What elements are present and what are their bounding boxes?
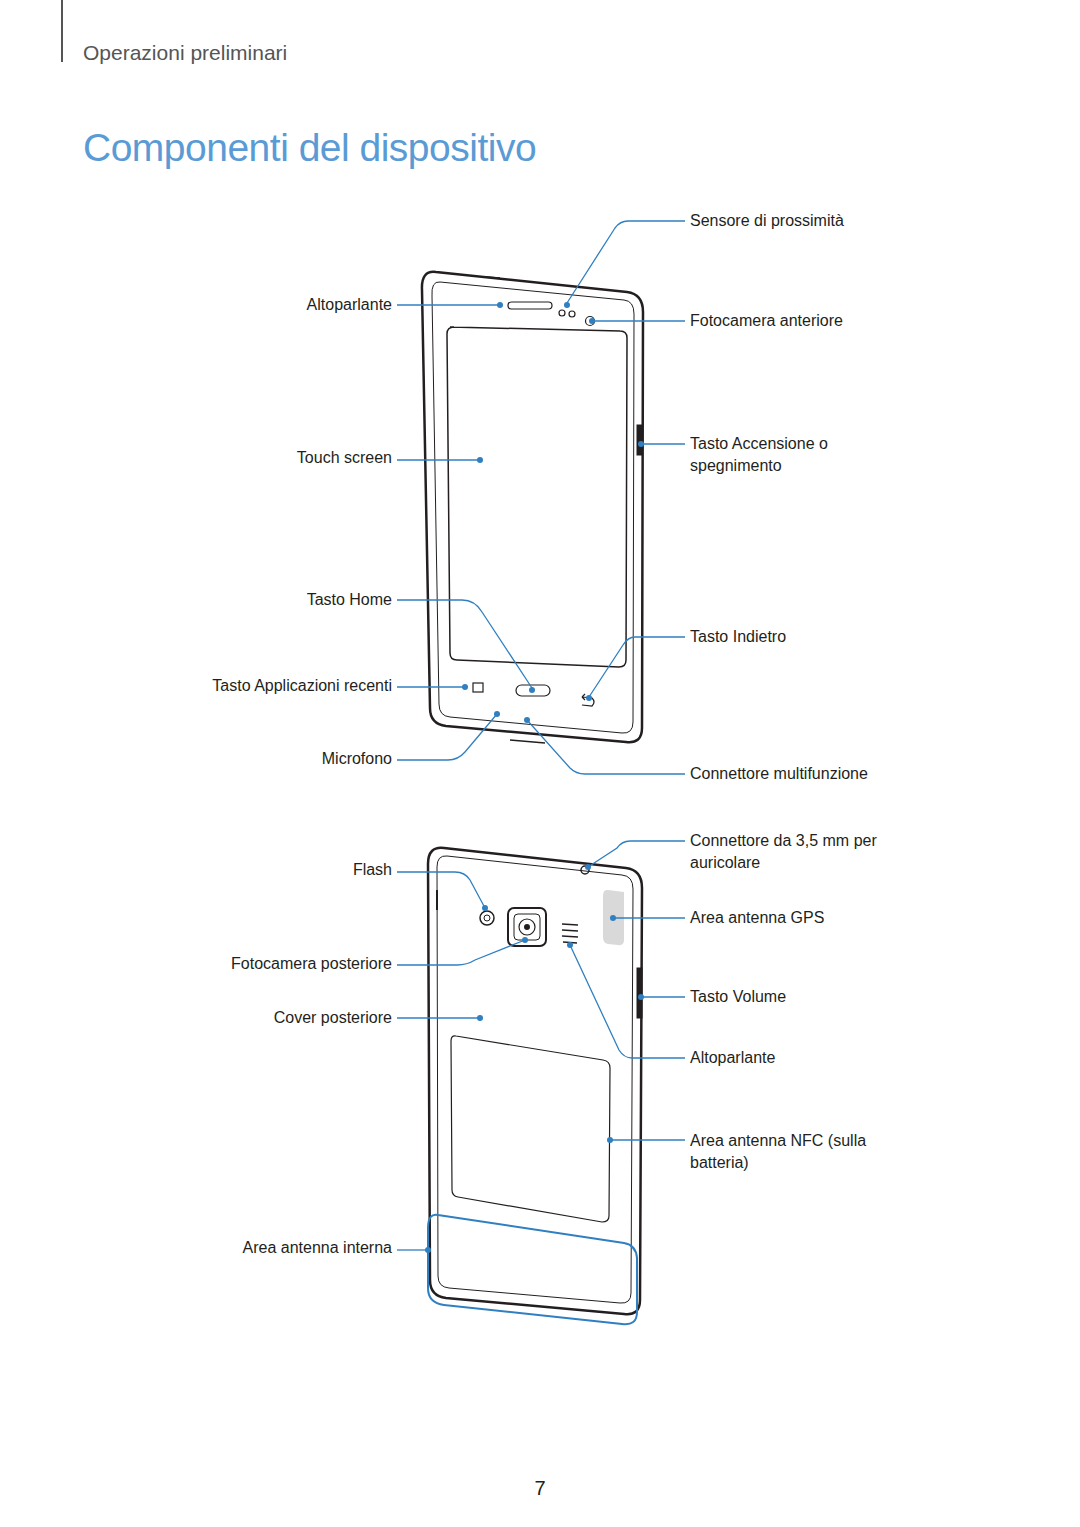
part-label: Tasto Home [192, 589, 392, 611]
part-label: Area antenna interna [172, 1237, 392, 1259]
part-label: Tasto Accensione o spegnimento [690, 433, 865, 477]
part-label: Connettore da 3,5 mm per auricolare [690, 830, 920, 874]
part-label: Sensore di prossimità [690, 210, 910, 232]
page-number: 7 [520, 1477, 560, 1499]
part-label: Tasto Indietro [690, 626, 910, 648]
part-label: Area antenna GPS [690, 907, 910, 929]
part-label: Flash [192, 859, 392, 881]
section-header: Operazioni preliminari [83, 42, 343, 64]
part-label: Cover posteriore [192, 1007, 392, 1029]
part-label: Tasto Volume [690, 986, 910, 1008]
part-label: Tasto Applicazioni recenti [152, 675, 392, 697]
phone-back [428, 848, 642, 1314]
part-label: Microfono [192, 748, 392, 770]
part-label: Connettore multifunzione [690, 763, 930, 785]
antenna-outline [428, 1215, 637, 1324]
header-rule [61, 0, 63, 62]
page-title: Componenti del dispositivo [83, 126, 536, 170]
part-label: Area antenna NFC (sulla batteria) [690, 1130, 895, 1174]
part-label: Fotocamera anteriore [690, 310, 910, 332]
part-label: Altoparlante [192, 294, 392, 316]
part-label: Altoparlante [690, 1047, 910, 1069]
leader-dots [425, 302, 644, 1253]
phone-front [422, 272, 643, 743]
part-label: Touch screen [192, 447, 392, 469]
part-label: Fotocamera posteriore [172, 953, 392, 975]
leader-lines [397, 221, 685, 1250]
